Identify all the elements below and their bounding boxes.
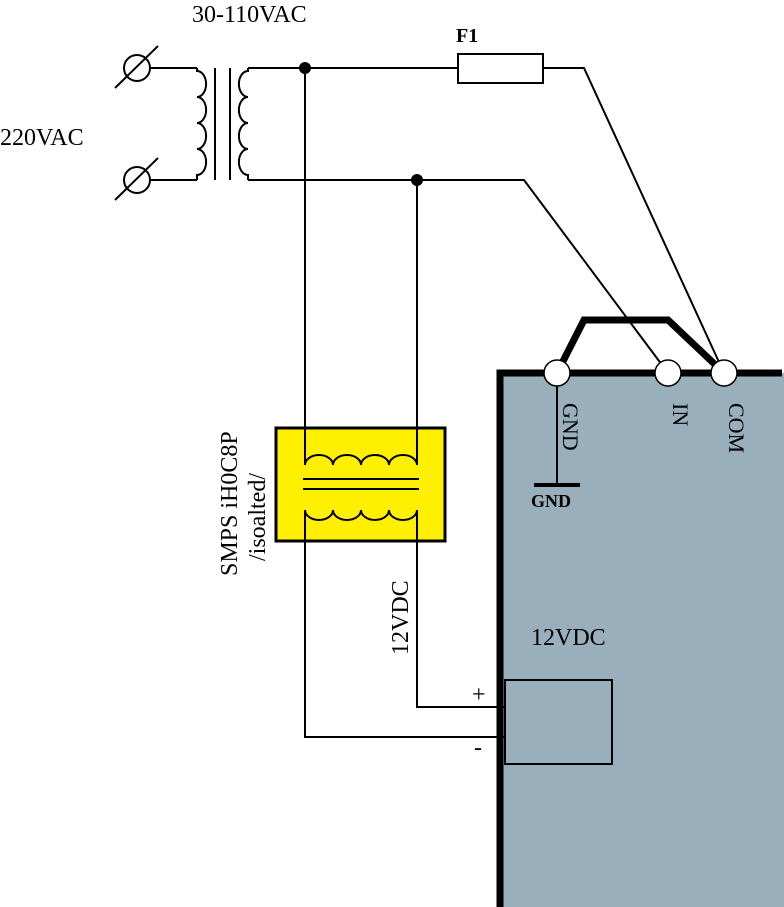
mains-voltage-label: 220VAC	[0, 125, 84, 151]
ground-symbol-label: GND	[531, 491, 571, 511]
terminal-in-label: IN	[668, 403, 693, 426]
fuse-f1	[457, 53, 544, 84]
secondary-voltage-label: 30-110VAC	[192, 2, 307, 28]
controller-border	[496, 369, 782, 907]
junction-dot	[299, 62, 311, 74]
mains-transformer	[150, 67, 249, 181]
terminal-in	[654, 359, 682, 387]
mains-socket-bottom	[114, 157, 159, 201]
terminal-gnd-label: GND	[558, 403, 583, 451]
plus-sign: +	[472, 682, 486, 708]
line-live	[248, 67, 725, 374]
terminal-gnd	[543, 359, 571, 387]
dc-plus-wire	[416, 541, 505, 708]
junction-dot	[411, 174, 423, 186]
dc-minus-wire	[304, 541, 505, 738]
jumper-wire	[553, 316, 727, 376]
fuse-label: F1	[456, 25, 478, 47]
terminal-com-label: COM	[724, 403, 749, 453]
dc-input-connector	[504, 679, 613, 765]
smps-transformer-symbol	[303, 428, 419, 541]
mains-socket-top	[114, 45, 159, 89]
minus-sign: -	[474, 735, 482, 761]
smps-note-label: /isoalted/	[245, 473, 271, 561]
line-neutral	[248, 179, 669, 374]
smps-module	[274, 426, 447, 543]
smps-name-label: SMPS iH0C8P	[217, 431, 243, 576]
controller-body	[500, 373, 784, 907]
device-supply-label: 12VDC	[531, 625, 606, 651]
terminal-com	[710, 359, 738, 387]
smps-output-label: 12VDC	[388, 580, 414, 655]
